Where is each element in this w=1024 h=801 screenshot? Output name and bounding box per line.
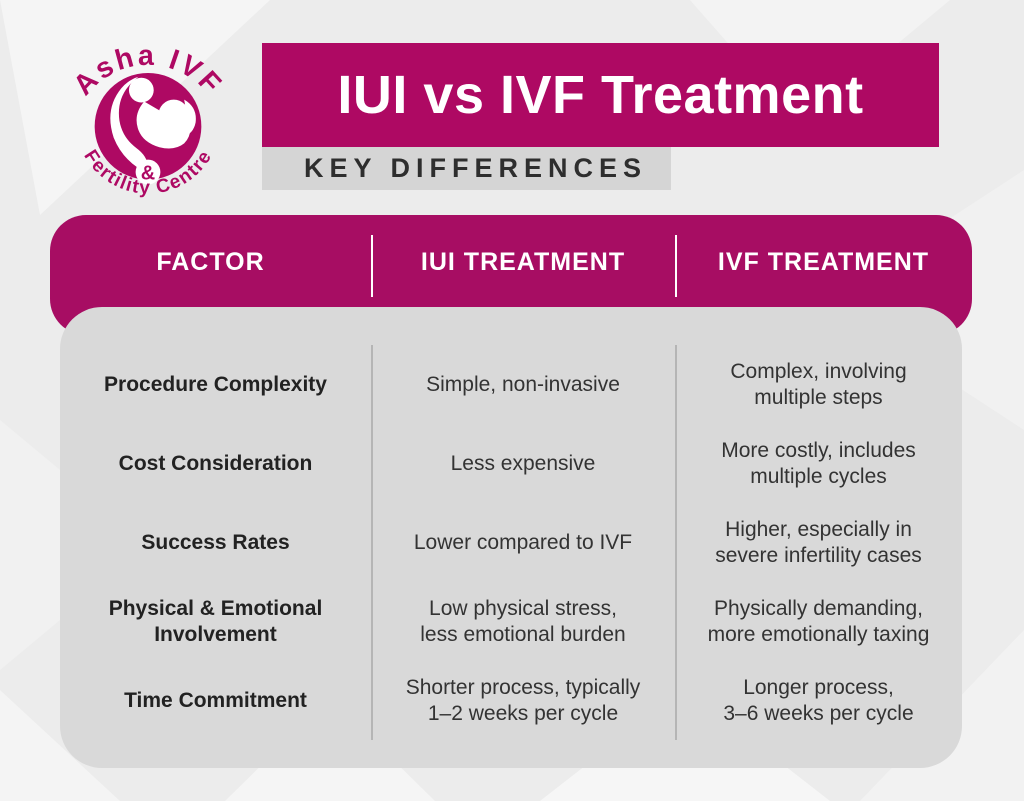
table-row-factor: Physical & Emotional Involvement — [108, 596, 323, 646]
table-cell-iui: Simple, non-invasive — [426, 372, 620, 396]
table-row-factor: Success Rates — [141, 530, 290, 554]
table-cell-iui: Low physical stress, less emotional burd… — [420, 596, 626, 646]
page-title: IUI vs IVF Treatment — [337, 65, 864, 125]
table-cell-iui: Less expensive — [450, 451, 596, 475]
header-divider — [371, 235, 373, 297]
mother-baby-silhouette-icon — [110, 76, 196, 169]
column-header-factor: FACTOR — [156, 248, 265, 276]
table-cell-ivf: Higher, especially in severe infertility… — [715, 517, 922, 567]
asha-ivf-logo: Asha IVF & Fertility Centre — [67, 40, 226, 199]
column-divider — [675, 345, 677, 740]
column-divider — [371, 345, 373, 740]
table-cell-ivf: Longer process, 3–6 weeks per cycle — [723, 675, 914, 725]
table-row-factor: Cost Consideration — [118, 451, 313, 475]
table-cell-ivf: Physically demanding, more emotionally t… — [707, 596, 930, 646]
table-cell-iui: Lower compared to IVF — [413, 530, 633, 554]
table-cell-ivf: Complex, involving multiple steps — [730, 359, 907, 409]
table-row-factor: Time Commitment — [124, 688, 307, 712]
table-cell-iui: Shorter process, typically 1–2 weeks per… — [405, 675, 641, 725]
logo-ampersand: & — [141, 163, 155, 185]
table-row-factor: Procedure Complexity — [104, 372, 327, 396]
logo-amp-notch — [135, 159, 161, 185]
table-cell-ivf: More costly, includes multiple cycles — [721, 438, 916, 488]
subtitle-bar: KEY DIFFERENCES — [262, 147, 671, 190]
header-divider — [675, 235, 677, 297]
column-header-iui: IUI TREATMENT — [420, 248, 626, 276]
column-header-ivf: IVF TREATMENT — [717, 248, 930, 276]
title-banner: IUI vs IVF Treatment — [262, 43, 939, 147]
page-subtitle: KEY DIFFERENCES — [304, 153, 648, 183]
comparison-table-body: Procedure Complexity Simple, non-invasiv… — [60, 307, 962, 768]
